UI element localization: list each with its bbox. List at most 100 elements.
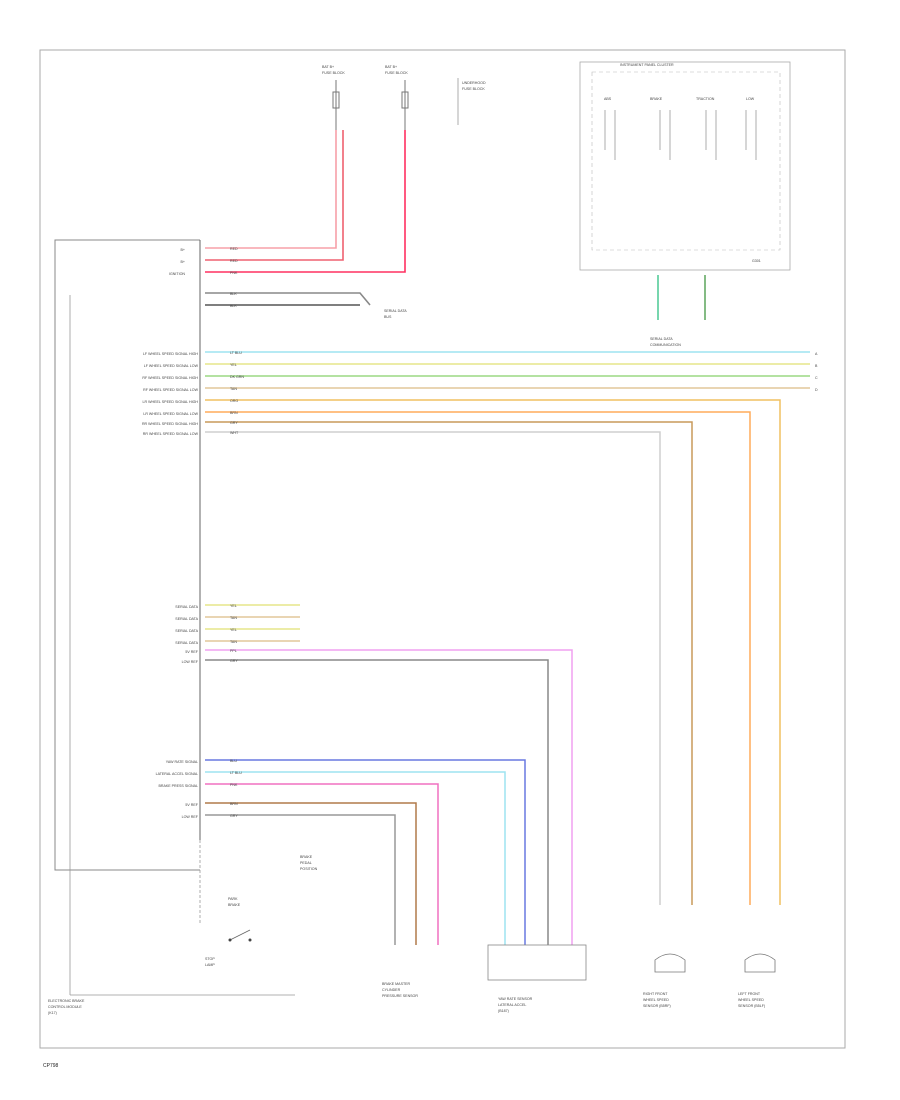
pin-label: B+ <box>181 260 186 264</box>
ecm-label-2: CONTROL MODULE <box>48 1005 82 1009</box>
brake-switches: BRAKE PEDAL POSITION PARK BRAKE STOP LAM… <box>205 855 318 967</box>
wire-color: TAN <box>230 640 237 644</box>
ipc-label: INSTRUMENT PANEL CLUSTER <box>620 63 674 67</box>
pin-label: SERIAL DATA <box>175 641 198 645</box>
wire-color: LT BLU <box>230 351 242 355</box>
wire-color: RED <box>230 259 238 263</box>
sensor-lf-2: WHEEL SPEED <box>738 998 764 1002</box>
connector-c: C <box>815 376 818 380</box>
footer-code: CP798 <box>43 1063 59 1069</box>
stop-lamp-label-2: LAMP <box>205 963 215 967</box>
wire-color: GRY <box>230 421 238 425</box>
wire-color: BLK <box>230 304 237 308</box>
pin-label: B+ <box>181 248 186 252</box>
wire-color: GRY <box>230 814 238 818</box>
pin-label: YAW RATE SIGNAL <box>166 760 198 764</box>
serial-data-label-1: SERIAL DATA <box>650 337 673 341</box>
pin-label: LR WHEEL SPEED SIGNAL LOW <box>143 412 198 416</box>
ecm-label-3: (K17) <box>48 1011 57 1015</box>
pin-label: RR WHEEL SPEED SIGNAL HIGH <box>142 422 198 426</box>
pin-label: SERIAL DATA <box>175 617 198 621</box>
wire-color: BRN <box>230 411 238 415</box>
pin-label: 5V REF <box>185 803 198 807</box>
ipc-channel-abs: ABS <box>604 97 612 101</box>
wheel-speed-wires <box>205 351 810 905</box>
pin-label: 5V REF <box>185 650 198 654</box>
wire-color: YEL <box>230 628 237 632</box>
wire-color: PNK <box>230 783 238 787</box>
wire-color: BRN <box>230 802 238 806</box>
brake-switch-label-3: POSITION <box>300 867 318 871</box>
sensor-rf-1: RIGHT FRONT <box>643 992 668 996</box>
stop-lamp-label-1: STOP <box>205 957 215 961</box>
sensor-lf-3: SENSOR (B5LF) <box>738 1004 765 1008</box>
pin-labels: B+ B+ IGNITION LF WHEEL SPEED SIGNAL HIG… <box>142 248 199 819</box>
ecm-label-1: ELECTRONIC BRAKE <box>48 999 85 1003</box>
brake-switch-label-1: BRAKE <box>300 855 313 859</box>
sensor-lf-1: LEFT FRONT <box>738 992 761 996</box>
wire-color: YEL <box>230 363 237 367</box>
pin-label: LATERAL ACCEL SIGNAL <box>156 772 198 776</box>
pin-label: RR WHEEL SPEED SIGNAL LOW <box>143 432 199 436</box>
connector-b: B <box>815 364 818 368</box>
pin-label: RF WHEEL SPEED SIGNAL LOW <box>143 388 198 392</box>
fuse-label-2b: FUSE BLOCK <box>385 71 408 75</box>
sensor-yaw-2: LATERAL ACCEL <box>498 1003 526 1007</box>
sensor-rf-3: SENSOR (B5RF) <box>643 1004 671 1008</box>
sensor-yaw-3: (B187) <box>498 1009 509 1013</box>
sensor-wires <box>205 759 526 945</box>
wire-color: PPL <box>230 649 237 653</box>
pin-label: LF WHEEL SPEED SIGNAL HIGH <box>143 352 198 356</box>
pin-label: SERIAL DATA <box>175 605 198 609</box>
wire-color-labels: RED RED PNK BLK BLK LT BLU YEL DK GRN TA… <box>230 247 244 818</box>
wire-color: TAN <box>230 616 237 620</box>
wire-color: YEL <box>230 604 237 608</box>
fuse-label-1b: FUSE BLOCK <box>322 71 345 75</box>
serial-data-wires <box>205 604 573 945</box>
serial-bus-label-1: SERIAL DATA <box>384 309 407 313</box>
fuse-box-label-1: UNDERHOOD <box>462 81 486 85</box>
serial-bus-label-2: BUS <box>384 315 392 319</box>
wire-color: BLK <box>230 292 237 296</box>
connector-d: D <box>815 388 818 392</box>
fuse-label-2a: BAT B+ <box>385 65 397 69</box>
wire-color: LT BLU <box>230 771 242 775</box>
serial-data-label-2: COMMUNICATION <box>650 343 681 347</box>
pin-label: LOW REF <box>182 660 199 664</box>
ipc-channel-low: LOW <box>746 97 755 101</box>
pin-label: RF WHEEL SPEED SIGNAL HIGH <box>142 376 198 380</box>
fuse-box-label-2: FUSE BLOCK <box>462 87 485 91</box>
sensor-rf-2: WHEEL SPEED <box>643 998 669 1002</box>
wire-color: ORG <box>230 399 238 403</box>
pin-label: SERIAL DATA <box>175 629 198 633</box>
instrument-panel-cluster: INSTRUMENT PANEL CLUSTER ABS BRAKE TRACT… <box>579 61 791 347</box>
power-wires <box>205 130 406 306</box>
sensor-master-cyl-1: BRAKE MASTER <box>382 982 411 986</box>
wire-color: WHT <box>230 431 239 435</box>
ecm-module: ELECTRONIC BRAKE CONTROL MODULE (K17) <box>48 239 295 1015</box>
brake-switch-label-2: PEDAL <box>300 861 312 865</box>
wire-color: DK GRN <box>230 375 244 379</box>
connector-a: A <box>815 352 818 356</box>
pin-label: LOW REF <box>182 815 199 819</box>
pin-label: BRAKE PRESS SIGNAL <box>158 784 198 788</box>
park-brake-label-2: BRAKE <box>228 903 241 907</box>
diagram-frame <box>39 49 846 1049</box>
wire-color: GRY <box>230 659 238 663</box>
wire-color: BLU <box>230 759 237 763</box>
ipc-channel-brake: BRAKE <box>650 97 663 101</box>
sensor-master-cyl-2: CYLINDER <box>382 988 401 992</box>
sensors: BRAKE MASTER CYLINDER PRESSURE SENSOR YA… <box>382 944 776 1013</box>
pin-label: LF WHEEL SPEED SIGNAL LOW <box>144 364 199 368</box>
wire-color: TAN <box>230 387 237 391</box>
pin-label: LR WHEEL SPEED SIGNAL HIGH <box>143 400 199 404</box>
fuse-block-top: BAT B+ FUSE BLOCK BAT B+ FUSE BLOCK UNDE… <box>322 65 486 130</box>
pin-label: IGNITION <box>169 272 185 276</box>
sensor-master-cyl-3: PRESSURE SENSOR <box>382 994 418 998</box>
ipc-ground: G301 <box>752 259 761 263</box>
park-brake-label-1: PARK <box>228 897 238 901</box>
fuse-label-1a: BAT B+ <box>322 65 334 69</box>
wire-color: PNK <box>230 271 238 275</box>
wire-color: RED <box>230 247 238 251</box>
